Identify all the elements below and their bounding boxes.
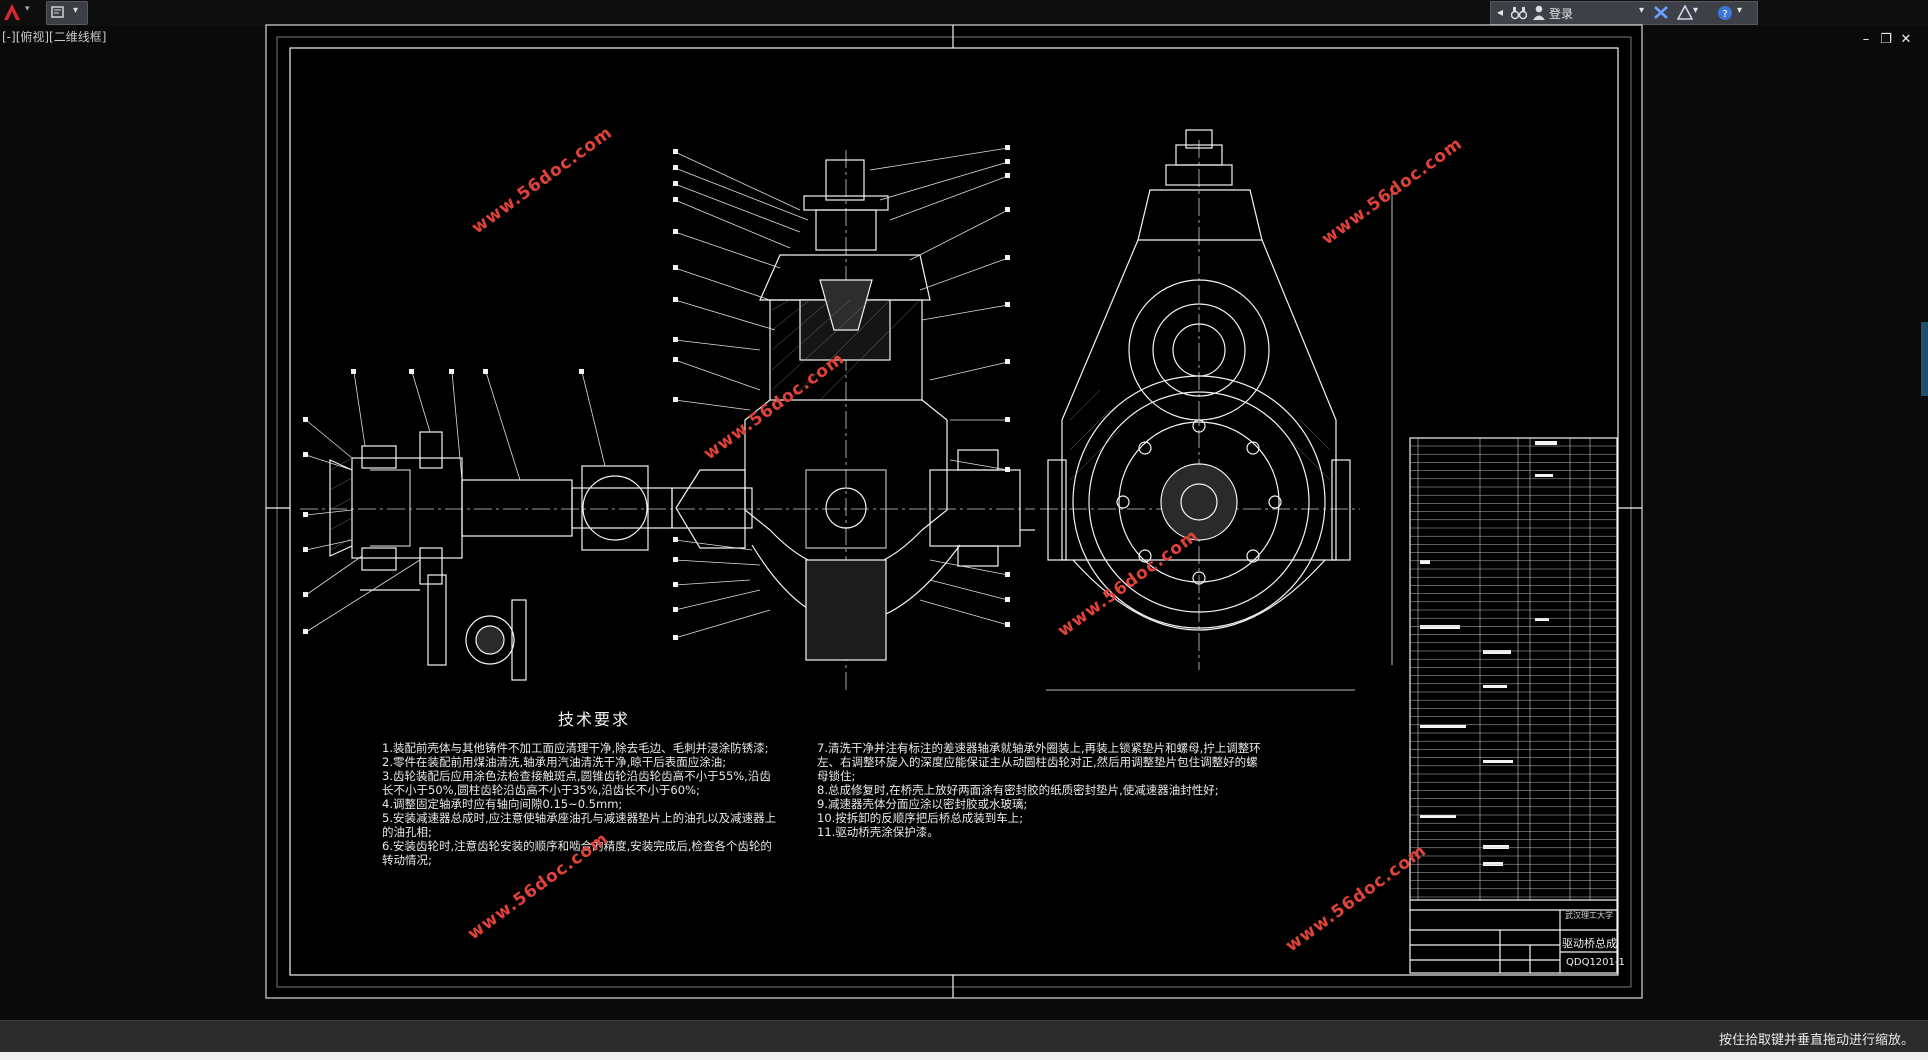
- info-center-bar: ◂ 登录 ▾ ▾ ? ▾: [1490, 1, 1758, 25]
- binoculars-icon[interactable]: [1511, 6, 1527, 20]
- requirements-right-column: 7.清洗干净并注有标注的差速器轴承就轴承外圈装上,再装上锁紧垫片和螺母,拧上调整…: [817, 741, 1261, 839]
- requirement-line: 1.装配前壳体与其他铸件不加工面应清理干净,除去毛边、毛刺并浸涂防锈漆;: [382, 741, 769, 755]
- title-block-organization: 武汉理工大学: [1565, 911, 1613, 920]
- help-icon[interactable]: ?: [1717, 5, 1733, 21]
- title-block-drawing-code: QDQ1201-1: [1566, 957, 1625, 968]
- chevron-down-icon[interactable]: ▾: [1639, 5, 1645, 16]
- title-bar: ▾ ▾ ◂ 登录 ▾ ▾ ? ▾: [0, 0, 1928, 26]
- quick-access-icon[interactable]: [51, 5, 65, 19]
- restore-icon[interactable]: ❐: [1880, 32, 1892, 47]
- viewport-controls[interactable]: [-][俯视][二维线框]: [2, 30, 107, 44]
- chevron-down-icon[interactable]: ▾: [25, 4, 30, 14]
- requirement-line: 的油孔相;: [382, 825, 432, 839]
- requirement-line: 6.安装齿轮时,注意齿轮安装的顺序和啮合的精度,安装完成后,检查各个齿轮的: [382, 839, 772, 853]
- tech-requirements-title: 技术要求: [558, 710, 631, 729]
- requirement-line: 4.调整固定轴承时应有轴向间隙0.15~0.5mm;: [382, 797, 623, 811]
- quick-access-toolbar[interactable]: ▾: [46, 1, 88, 25]
- requirement-line: 9.减速器壳体分面应涂以密封胶或水玻璃;: [817, 797, 1028, 811]
- chevron-down-icon[interactable]: ▾: [1693, 5, 1699, 16]
- arrow-left-icon[interactable]: ◂: [1497, 5, 1504, 19]
- status-message: 按住拾取键并垂直拖动进行缩放。: [1718, 1033, 1914, 1048]
- exchange-icon[interactable]: [1653, 5, 1669, 20]
- side-panel-tab[interactable]: [1921, 322, 1928, 396]
- requirement-line: 转动情况;: [382, 853, 432, 867]
- chevron-down-icon[interactable]: ▾: [73, 5, 79, 16]
- requirement-line: 5.安装减速器总成时,应注意使轴承座油孔与减速器垫片上的油孔以及减速器上: [382, 811, 777, 825]
- requirements-left-column: 1.装配前壳体与其他铸件不加工面应清理干净,除去毛边、毛刺并浸涂防锈漆;2.零件…: [382, 741, 776, 867]
- requirement-line: 母锁住;: [817, 769, 856, 783]
- drawing-window-controls: –❐ ✕: [1856, 28, 1916, 47]
- close-icon[interactable]: ✕: [1900, 32, 1912, 47]
- taskbar-strip: [0, 1052, 1928, 1060]
- autocad-logo-icon[interactable]: [2, 2, 22, 22]
- requirement-line: 3.齿轮装配后应用涂色法检查接触斑点,圆锥齿轮沿齿轮齿高不小于55%,沿齿: [382, 769, 771, 783]
- status-bar: 按住拾取键并垂直拖动进行缩放。: [0, 1020, 1928, 1053]
- svg-text:?: ?: [1722, 9, 1727, 20]
- autodesk-icon[interactable]: [1677, 5, 1693, 20]
- requirement-line: 8.总成修复时,在桥壳上放好两面涂有密封胶的纸质密封垫片,使减速器油封性好;: [817, 783, 1219, 797]
- title-block-drawing-name: 驱动桥总成: [1562, 937, 1617, 950]
- requirement-line: 7.清洗干净并注有标注的差速器轴承就轴承外圈装上,再装上锁紧垫片和螺母,拧上调整…: [817, 741, 1261, 755]
- requirement-line: 长不小于50%,圆柱齿轮沿齿高不小于35%,沿齿长不小于60%;: [382, 783, 700, 797]
- minimize-icon[interactable]: –: [1862, 32, 1870, 47]
- user-icon[interactable]: [1533, 5, 1545, 20]
- requirement-line: 左、右调整环旋入的深度应能保证主从动圆柱齿轮对正,然后用调整垫片包住调整好的螺: [817, 755, 1258, 769]
- requirement-line: 10.按拆卸的反顺序把后桥总成装到车上;: [817, 811, 1024, 825]
- drawing-canvas[interactable]: [0, 22, 1928, 1020]
- chevron-down-icon[interactable]: ▾: [1737, 5, 1743, 16]
- login-button[interactable]: 登录: [1549, 7, 1574, 21]
- requirement-line: 11.驱动桥壳涂保护漆。: [817, 825, 939, 839]
- requirement-line: 2.零件在装配前用煤油清洗,轴承用汽油清洗干净,晾干后表面应涂油;: [382, 755, 727, 769]
